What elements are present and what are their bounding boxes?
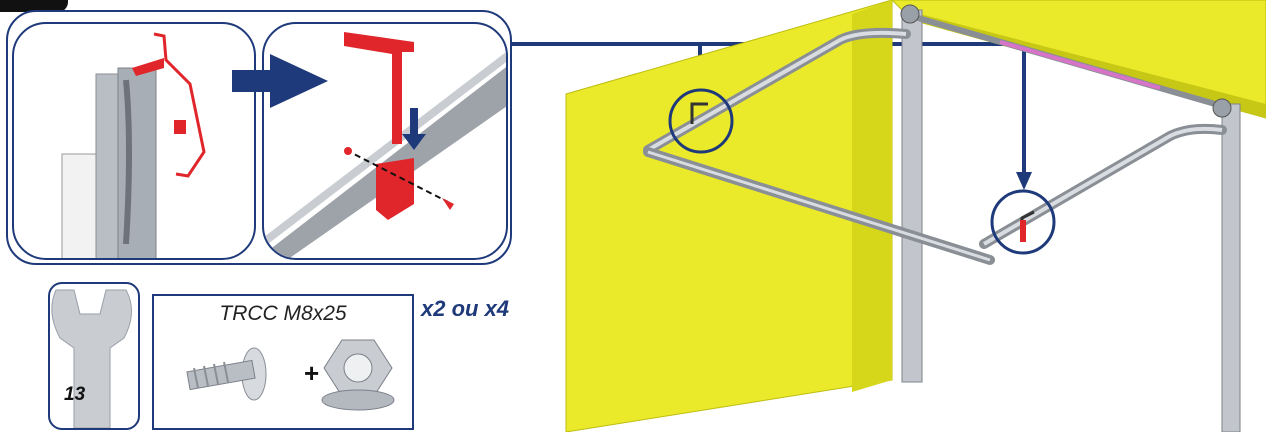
drum-left	[900, 4, 920, 24]
fastener-title: TRCC M8x25	[219, 302, 347, 325]
red-l-bracket	[344, 32, 414, 144]
rail-side-illustration	[61, 32, 206, 258]
bolt-tail	[442, 198, 454, 210]
cross-rail-highlight	[647, 150, 991, 262]
bolt-axis-line	[345, 149, 449, 203]
detail-panels-frame	[6, 10, 512, 265]
detail-panel-rail-side	[12, 22, 256, 260]
red-bracket-clip	[132, 58, 164, 76]
quantity-label: x2 ou x4	[421, 296, 510, 321]
spring	[999, 40, 1161, 90]
vertical-rail-left	[901, 9, 923, 383]
arrow-down-icon	[402, 108, 426, 150]
wall-edge	[852, 0, 892, 392]
fastener-images	[186, 339, 395, 411]
bracket-tab	[174, 120, 186, 134]
rail-left-highlight	[647, 30, 907, 152]
rail-highlight	[264, 52, 506, 246]
highlight-circle-left	[668, 88, 734, 154]
rail-groove	[123, 79, 132, 245]
wrench-size-label: 13	[64, 384, 86, 405]
vertical-rail-right	[1221, 103, 1241, 432]
wrench-icon	[51, 289, 132, 428]
diagonal-rail	[264, 67, 506, 258]
nut-icon	[321, 339, 395, 411]
bolt-icon	[186, 347, 267, 401]
arrow-right-icon	[232, 54, 328, 108]
rail-right-highlight	[982, 126, 1223, 246]
bracket-right-red	[1020, 220, 1026, 242]
plus-sign: +	[304, 358, 320, 388]
garage-scene	[565, 0, 1266, 432]
red-bracket-side	[153, 32, 206, 178]
detail-panel-bracket-fixing	[262, 22, 508, 260]
step-tab	[0, 0, 68, 12]
fasteners-box: TRCC M8x25 +	[152, 294, 414, 430]
arrow-down-icon	[1016, 172, 1032, 190]
bracket-fixing-illustration	[264, 32, 506, 258]
tool-box: 13	[48, 282, 140, 430]
red-clamp	[376, 158, 414, 220]
bolt-head-left	[344, 147, 352, 155]
horizontal-rail-right	[979, 123, 1227, 249]
drum-right	[1212, 98, 1232, 118]
bracket-left	[690, 102, 708, 124]
highlight-circle-right	[990, 189, 1056, 255]
